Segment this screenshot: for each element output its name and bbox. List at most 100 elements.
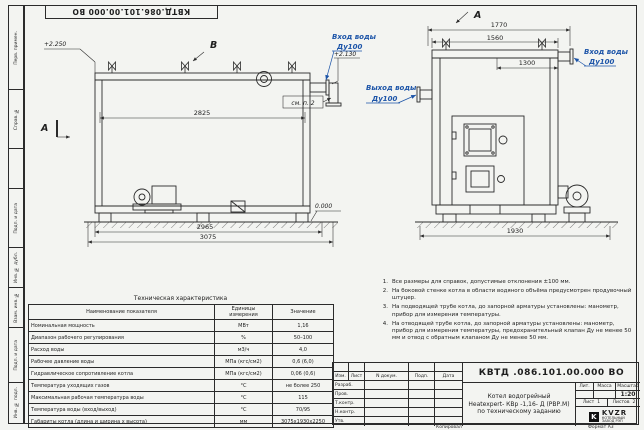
tb-name-line: Котел водогрейный [487,393,551,401]
boiler-drawing: В А +2.250 +2.130 0.000 см. п. 2 2825 29… [40,10,629,247]
strip-label: Взам. инв. № [13,292,19,323]
dim-2825: 2825 [194,109,211,117]
tech-table-title: Техническая характеристика [133,295,228,302]
tb-role-utv: Утв. [333,417,365,426]
tech-units: м3/ч [214,343,273,356]
note-number: 2. [382,288,388,295]
ground-hatch [415,222,618,228]
water-inlet-label: Вход воды [584,48,629,56]
view-a-texts: А 1770 1560 1300 1930 [473,10,535,235]
strip-cell: Перв. примен. [9,6,23,90]
valve-icon [181,61,189,74]
note-text: На боковой стенке котла в области водяно… [392,288,632,302]
tech-col-units: Единицы измерения [214,304,273,320]
tech-value: не более 250 [272,379,334,392]
strip-cell: Подп. и дата [9,328,23,383]
view-b-dimensions [44,48,360,247]
tb-scale-value: 1:20 [616,391,640,399]
tech-value: 115 [272,391,334,404]
tech-param: Габариты котла (длина и ширина х высота) [28,415,215,428]
see-note-ref: см. п. 2 [291,100,314,107]
note-text: На подводящей трубе котла, до запорной а… [392,304,619,318]
note-item: 4. На отводящей трубе котла, до запорной… [378,321,634,342]
tech-units: °С [214,403,273,416]
view-b-geometry [84,61,342,228]
tb-role-nkontr: Н.контр. [333,408,365,417]
tb-mass-label: Масса [594,383,616,391]
tech-param: Номинальная мощность [28,319,215,332]
tb-scale-label: Масштаб [616,384,640,391]
tb-role-tkontr: Т.контр. [333,399,365,408]
tb-role-prov: Пров. [333,390,365,399]
tech-value: 3075х1930х2250 [272,415,334,428]
tb-col-izm: Изм. [333,372,349,381]
dim-3075: 3075 [200,233,217,241]
tb-col-docnum: N докум. [365,372,409,381]
manhole-flange [256,71,272,87]
tech-col-name: Наименование показателя [28,304,215,320]
tech-param: Рабочее давление воды [28,355,215,368]
tb-name-line: Heatexpert- КВр -1,16- Д (РВР.М) [468,400,570,408]
tb-col-data: Дата [435,372,463,381]
tech-units: МПа (кгс/см2) [214,355,273,368]
note-text: На отводящей трубе котла, до запорной ар… [392,320,632,341]
support-foot [531,213,546,223]
view-b-label: В [210,40,217,51]
boiler-door [451,115,525,206]
format-label: Формат А3 [588,424,614,430]
strip-cell [9,149,23,189]
company-sub1: КОТЕЛЬНЫЙ [601,415,625,420]
gost-left-strip: Перв. примен. Справ. № Подп. и дата Инв.… [8,5,24,424]
note-text: Все размеры для справок, допустимые откл… [392,279,571,285]
view-a-dimensions [419,11,611,240]
view-b-texts: В А +2.250 +2.130 0.000 см. п. 2 2825 29… [40,40,356,241]
tech-units: °С [214,391,273,404]
tech-param: Гидравлическое сопротивление котла [28,367,215,380]
tech-units: °С [214,379,273,392]
tech-row: Габариты котла (длина и ширина х высота)… [28,415,334,428]
note-number: 1. [382,279,388,285]
tb-sheets: Листов 2 [608,399,640,407]
dim-1300: 1300 [519,59,536,67]
tech-units: МПа (кгс/см2) [214,367,273,380]
tb-sheets-value: 2 [632,400,636,405]
section-a-label: А [40,123,48,134]
dim-1560: 1560 [487,34,504,42]
view-b-water-leaders [325,50,362,81]
company-logo: K KVZR КОТЕЛЬНЫЙ ЗАВОД РЭП [588,408,628,424]
tech-value: 1,16 [272,319,334,332]
tech-value: 0,06 (0,6) [272,367,334,380]
company-logo-name: KVZR [601,408,628,417]
tech-value: 50–100 [272,331,334,344]
note-item: 2. На боковой стенке котла в области вод… [378,288,634,302]
note-number: 3. [382,304,388,311]
drain-box [230,200,246,213]
strip-cell: Справ. № [9,90,23,149]
tech-table: Наименование показателя Единицы измерени… [28,304,334,428]
valve-icon [233,61,241,74]
dim-1930: 1930 [507,227,524,235]
valve-icon [538,38,546,51]
dim-2965: 2965 [197,223,214,231]
water-inlet-dn: Ду100 [336,43,363,51]
tech-value: 70/95 [272,403,334,416]
tb-sheets-label: Листов [612,400,630,405]
base-frame [435,204,557,215]
tech-param: Максимальная рабочая температура воды [28,391,215,404]
tech-col-value: Значение [272,304,334,320]
note-item: 3. На подводящей трубе котла, до запорно… [378,304,634,318]
view-a-geometry [415,38,618,228]
tech-units: МВт [214,319,273,332]
tb-col-list: Лист [349,372,365,381]
level-mark: +2.130 [334,51,356,58]
tb-product-name: Котел водогрейный Heatexpert- КВр -1,16-… [463,383,576,426]
note-item: 1. Все размеры для справок, допустимые о… [378,279,634,286]
view-b-water-labels: Вход воды Ду100 [332,33,377,51]
level-mark: 0.000 [315,203,332,210]
